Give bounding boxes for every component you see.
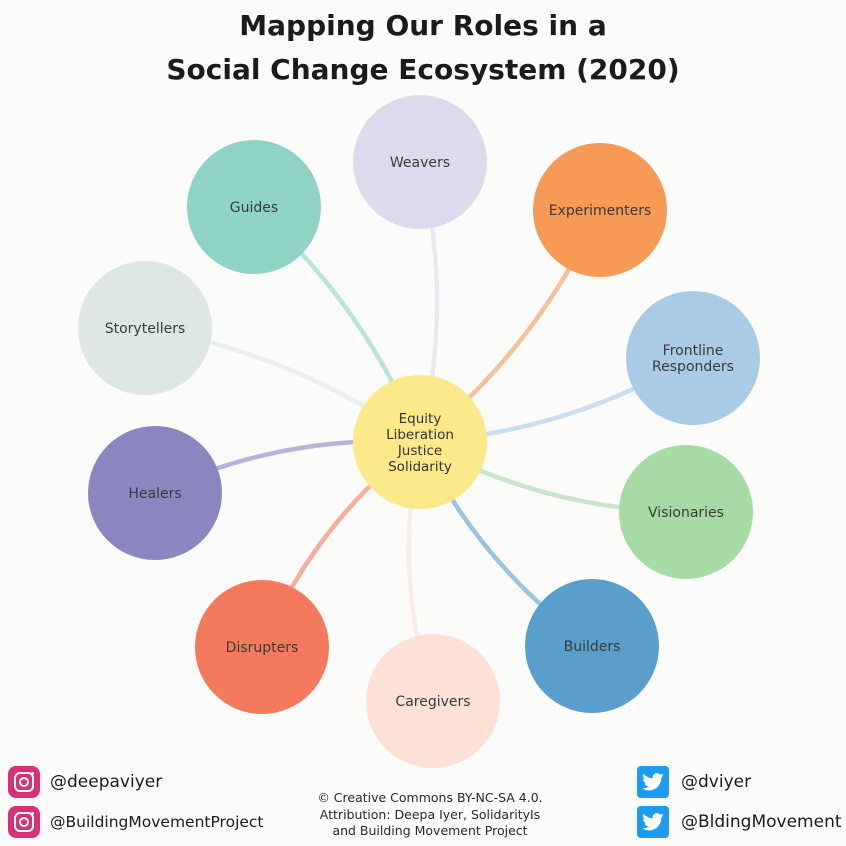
center-value-label: Equity bbox=[399, 411, 442, 427]
instagram-icon bbox=[8, 806, 40, 838]
role-circle-disrupters bbox=[195, 580, 329, 714]
twitter-handle-label: @dviyer bbox=[681, 772, 752, 792]
center-value-label: Solidarity bbox=[388, 459, 452, 475]
twitter-handle-label: @BldingMovement bbox=[681, 812, 842, 832]
role-node-guides: Guides bbox=[187, 140, 321, 274]
role-label-frontline-responders: Frontline bbox=[663, 343, 724, 359]
role-label-storytellers: Storytellers bbox=[105, 321, 186, 337]
role-node-group: WeaversExperimentersFrontlineRespondersV… bbox=[78, 95, 760, 768]
role-node-visionaries: Visionaries bbox=[619, 445, 753, 579]
role-circle-storytellers bbox=[78, 261, 212, 395]
role-label-caregivers: Caregivers bbox=[395, 694, 470, 710]
twitter-icon bbox=[637, 766, 669, 798]
role-circle-experimenters bbox=[533, 143, 667, 277]
role-label-builders: Builders bbox=[564, 639, 621, 655]
instagram-handle-organization[interactable]: @BuildingMovementProject bbox=[8, 806, 264, 838]
instagram-handle-label: @BuildingMovementProject bbox=[50, 813, 264, 831]
role-node-builders: Builders bbox=[525, 579, 659, 713]
instagram-icon bbox=[8, 766, 40, 798]
role-node-experimenters: Experimenters bbox=[533, 143, 667, 277]
attribution-line: Attribution: Deepa Iyer, SolidarityIs bbox=[319, 806, 541, 822]
center-value-label: Liberation bbox=[386, 427, 454, 443]
twitter-icon bbox=[637, 806, 669, 838]
license-line: © Creative Commons BY-NC-SA 4.0. bbox=[317, 790, 543, 805]
center-circle bbox=[353, 375, 487, 509]
role-node-storytellers: Storytellers bbox=[78, 261, 212, 395]
role-circle-frontline-responders bbox=[626, 291, 760, 425]
twitter-handle-personal[interactable]: @dviyer bbox=[637, 766, 751, 798]
role-node-weavers: Weavers bbox=[353, 95, 487, 229]
role-node-disrupters: Disrupters bbox=[195, 580, 329, 714]
role-label-weavers: Weavers bbox=[390, 155, 450, 171]
role-node-caregivers: Caregivers bbox=[366, 634, 500, 768]
role-label-healers: Healers bbox=[128, 486, 181, 502]
center-value-label: Justice bbox=[397, 443, 442, 459]
role-circle-weavers bbox=[353, 95, 487, 229]
role-label-disrupters: Disrupters bbox=[226, 640, 299, 656]
role-circle-caregivers bbox=[366, 634, 500, 768]
title-line-2: Social Change Ecosystem (2020) bbox=[166, 53, 680, 86]
role-circle-visionaries bbox=[619, 445, 753, 579]
role-label-guides: Guides bbox=[230, 200, 278, 216]
diagram-title: Mapping Our Roles in a Social Change Eco… bbox=[0, 4, 846, 92]
role-label-frontline-responders: Responders bbox=[652, 359, 734, 375]
title-line-1: Mapping Our Roles in a bbox=[239, 9, 607, 42]
role-circle-healers bbox=[88, 426, 222, 560]
role-label-experimenters: Experimenters bbox=[549, 203, 652, 219]
attribution-line: and Building Movement Project bbox=[332, 823, 528, 838]
role-circle-builders bbox=[525, 579, 659, 713]
license-attribution: © Creative Commons BY-NC-SA 4.0. Attribu… bbox=[285, 790, 575, 840]
twitter-handle-organization[interactable]: @BldingMovement bbox=[637, 806, 842, 838]
role-label-visionaries: Visionaries bbox=[648, 505, 724, 521]
instagram-handle-personal[interactable]: @deepaviyer bbox=[8, 766, 162, 798]
instagram-handle-label: @deepaviyer bbox=[50, 772, 163, 792]
role-node-healers: Healers bbox=[88, 426, 222, 560]
role-circle-guides bbox=[187, 140, 321, 274]
